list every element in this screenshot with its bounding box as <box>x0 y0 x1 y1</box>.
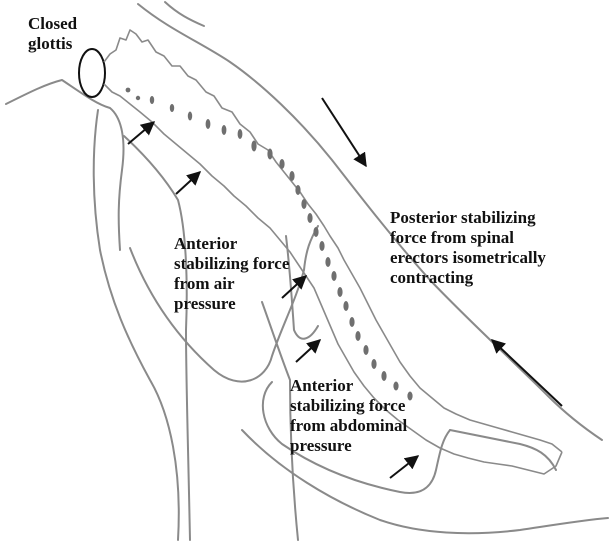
label-closed-glottis: Closed glottis <box>28 14 77 54</box>
neck-outline <box>165 2 204 26</box>
closed-glottis-oval <box>79 49 105 97</box>
arm-inner-outline <box>124 136 190 540</box>
force-arrow-anterior-neck <box>128 122 154 144</box>
label-posterior-stabilizing-force: Posterior stabilizing force from spinal … <box>390 208 546 288</box>
label-anterior-force-air-pressure: Anterior stabilizing force from air pres… <box>174 234 289 314</box>
shoulder-outline <box>6 80 124 250</box>
label-anterior-force-abdominal-pressure: Anterior stabilizing force from abdomina… <box>290 376 407 456</box>
force-arrow-anterior-abdominal <box>390 456 418 478</box>
force-arrow-anterior-chest <box>176 172 200 194</box>
force-arrow-posterior-up <box>492 340 562 406</box>
arm-outline <box>94 110 179 540</box>
force-arrow-anterior-lower <box>296 340 320 362</box>
